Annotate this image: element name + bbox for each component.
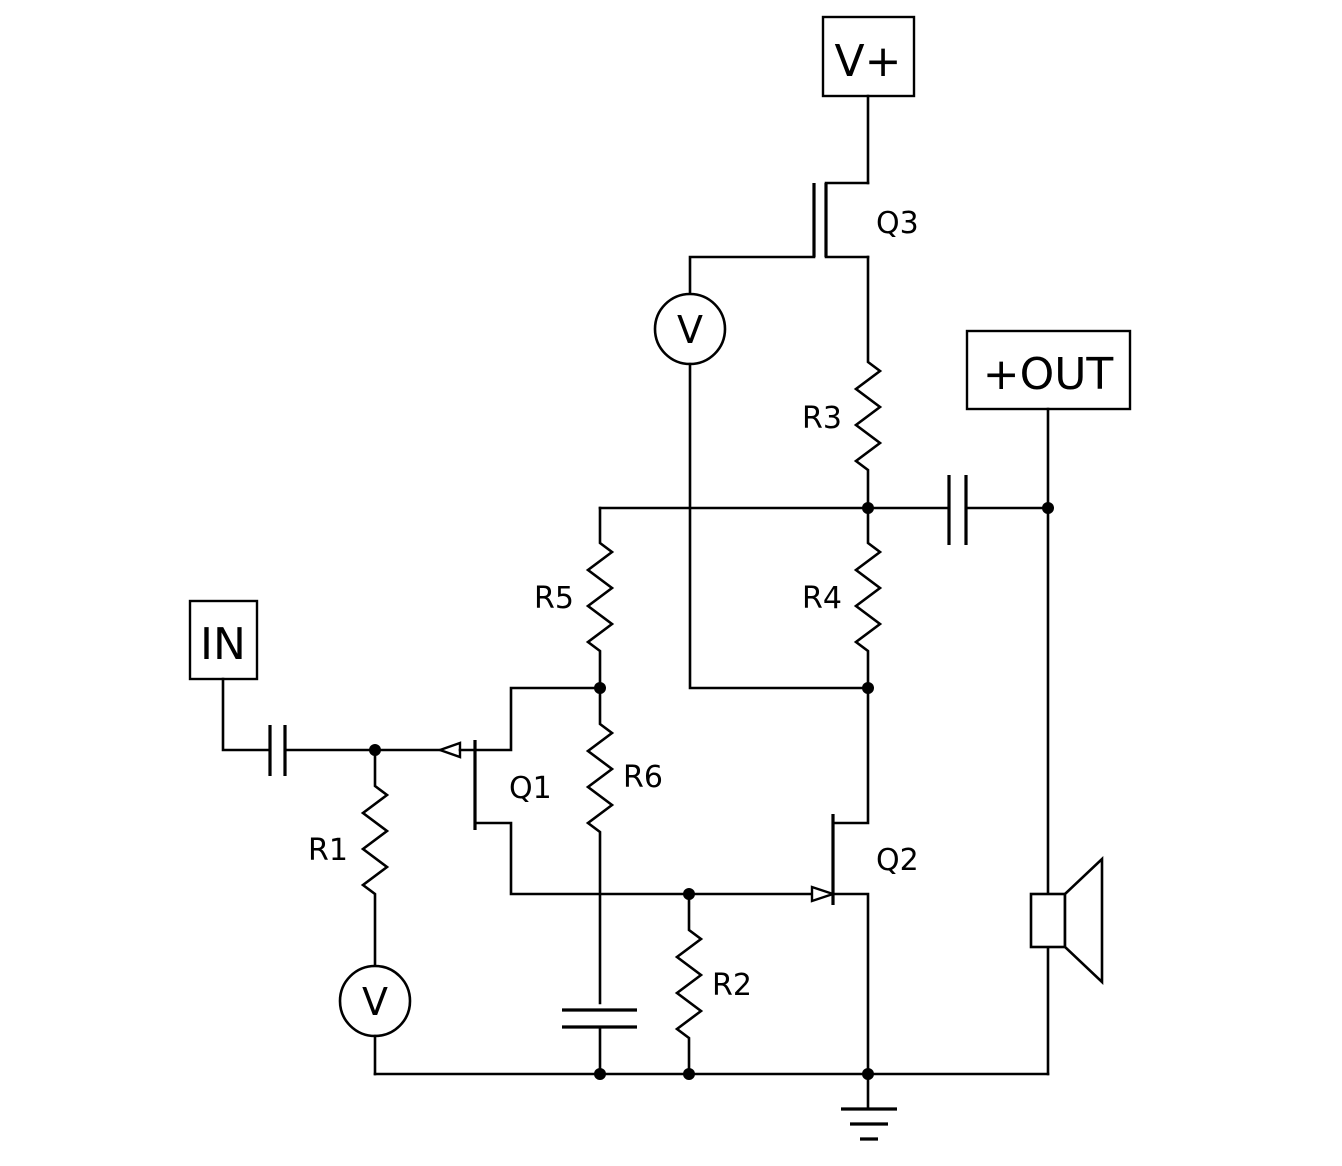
voltmeter-lower: V xyxy=(338,964,412,1038)
voltmeter-upper-label: V xyxy=(677,308,703,352)
resistor-r5 xyxy=(585,506,615,690)
r2-label: R2 xyxy=(712,968,752,1003)
supply-terminal: V+ xyxy=(821,15,916,98)
transistor-q2: Q2 xyxy=(810,686,919,1076)
resistor-r2 xyxy=(674,892,704,1076)
transistor-q1: Q1 xyxy=(436,686,812,896)
input-terminal-label: IN xyxy=(200,619,246,670)
output-terminal-label: +OUT xyxy=(983,349,1114,400)
resistor-r6 xyxy=(585,686,615,1005)
r5-label: R5 xyxy=(534,581,574,616)
output-terminal: +OUT xyxy=(965,329,1132,411)
q3-label: Q3 xyxy=(876,206,919,241)
resistor-r3 xyxy=(853,255,883,510)
q1-label: Q1 xyxy=(509,771,552,806)
voltmeter-upper: V xyxy=(653,292,727,366)
junction-dots xyxy=(369,502,1054,1080)
r6-label: R6 xyxy=(623,760,663,795)
input-terminal: IN xyxy=(188,599,259,681)
ground-icon xyxy=(841,1107,897,1141)
transistor-q3: Q3 xyxy=(688,181,919,297)
supply-terminal-label: V+ xyxy=(835,36,902,87)
wire-meter-feedback xyxy=(688,362,870,690)
capacitor-bypass xyxy=(562,1008,637,1029)
q2-label: Q2 xyxy=(876,843,919,878)
voltmeter-lower-label: V xyxy=(362,980,388,1024)
r1-label: R1 xyxy=(308,833,348,868)
resistor-r1 xyxy=(360,748,390,968)
r3-label: R3 xyxy=(802,401,842,436)
resistor-r4 xyxy=(853,506,883,690)
speaker-icon xyxy=(1029,855,1104,986)
wire-input xyxy=(221,677,272,752)
capacitor-input xyxy=(268,725,287,776)
r4-label: R4 xyxy=(802,581,842,616)
capacitor-output xyxy=(947,475,968,545)
